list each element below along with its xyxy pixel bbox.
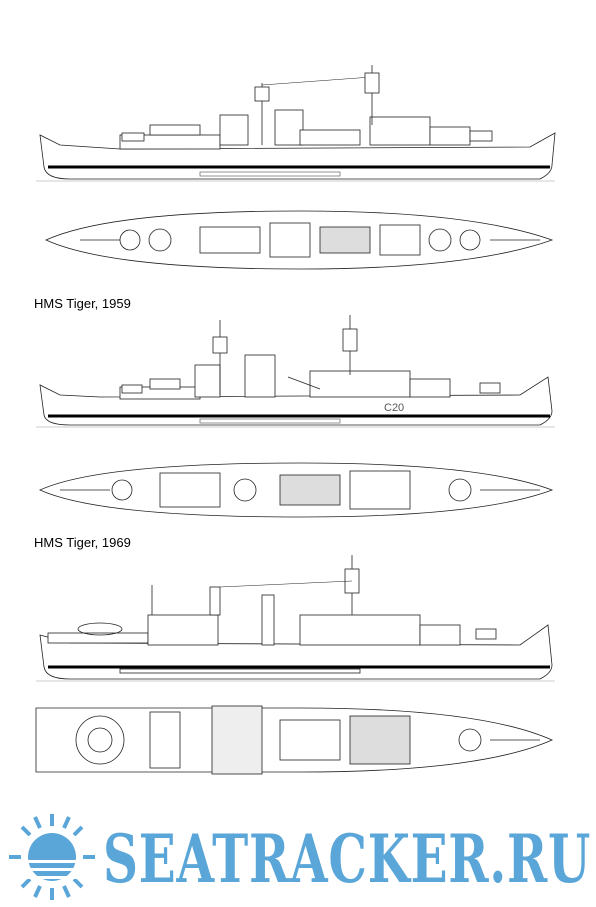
seatracker-logo: SEATRACKER.RU bbox=[9, 814, 591, 900]
ship-1-profile bbox=[36, 65, 556, 182]
caption-tiger-1959: HMS Tiger, 1959 bbox=[34, 296, 131, 311]
ship-3-plan bbox=[35, 705, 553, 775]
ship-3-profile bbox=[36, 555, 555, 682]
caption-tiger-1969: HMS Tiger, 1969 bbox=[34, 535, 131, 550]
ship-2-profile: C20 bbox=[36, 315, 555, 428]
sun-icon bbox=[9, 814, 95, 900]
ship-2-plan bbox=[39, 462, 554, 518]
logo-text: SEATRACKER.RU bbox=[103, 820, 591, 898]
ship-1-plan bbox=[45, 210, 554, 270]
pennant-number: C20 bbox=[384, 402, 404, 414]
